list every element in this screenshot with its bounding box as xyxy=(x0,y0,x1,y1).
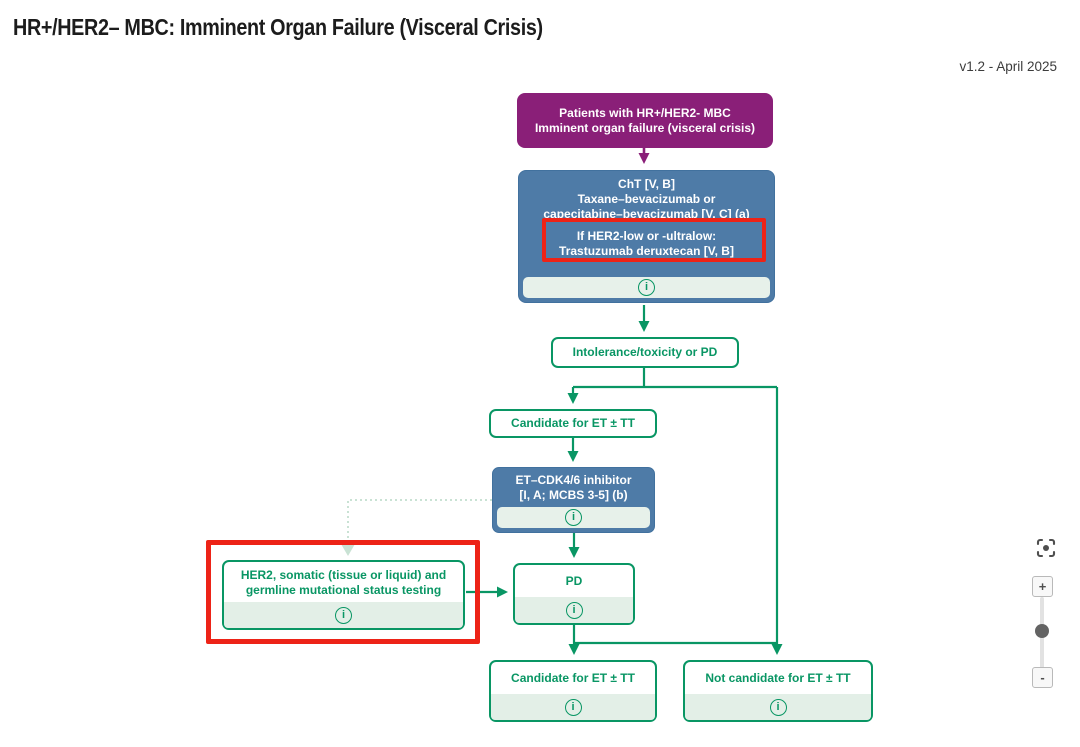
node-candidate-top-label: Candidate for ET ± TT xyxy=(511,416,635,430)
highlight-rect-trastuzumab xyxy=(542,218,766,262)
info-icon[interactable]: i xyxy=(565,509,582,526)
node-her2-testing-line2: germline mutational status testing xyxy=(245,583,442,597)
node-cht: ChT [V, B] Taxane–bevacizumab or capecit… xyxy=(518,170,775,303)
node-cht-line2: Taxane–bevacizumab or xyxy=(577,192,716,206)
fit-view-icon xyxy=(1036,538,1056,558)
node-candidate-top: Candidate for ET ± TT xyxy=(489,409,657,438)
info-strip-pd[interactable]: i xyxy=(515,597,633,623)
highlight-rect-her2-testing xyxy=(206,540,480,644)
node-patients: Patients with HR+/HER2- MBC Imminent org… xyxy=(517,93,773,148)
node-not-candidate-label: Not candidate for ET ± TT xyxy=(705,670,851,685)
info-icon[interactable]: i xyxy=(638,279,655,296)
page-title: HR+/HER2– MBC: Imminent Organ Failure (V… xyxy=(13,14,543,40)
node-patients-line2: Imminent organ failure (visceral crisis) xyxy=(534,120,756,135)
node-intolerance: Intolerance/toxicity or PD xyxy=(551,337,739,368)
info-icon[interactable]: i xyxy=(335,606,352,624)
node-et-cdk46-line2: [I, A; MCBS 3-5] (b) xyxy=(519,488,628,502)
node-her2-testing-line1: HER2, somatic (tissue or liquid) and xyxy=(240,568,447,582)
node-pd: PD i xyxy=(513,563,635,625)
node-not-candidate: Not candidate for ET ± TT i xyxy=(683,660,873,722)
info-icon[interactable]: i xyxy=(565,601,583,619)
zoom-out-button[interactable]: - xyxy=(1032,667,1053,688)
info-strip-candidate[interactable]: i xyxy=(491,694,655,720)
version-label: v1.2 - April 2025 xyxy=(959,59,1057,74)
info-strip-cht[interactable]: i xyxy=(523,277,770,298)
info-strip-her2[interactable]: i xyxy=(224,602,463,628)
node-cht-highlight-line2: Trastuzumab deruxtecan [V, B] xyxy=(559,244,734,258)
node-et-cdk46: ET–CDK4/6 inhibitor [I, A; MCBS 3-5] (b)… xyxy=(492,467,655,533)
fit-view-button[interactable] xyxy=(1034,536,1058,560)
zoom-slider-handle[interactable] xyxy=(1035,624,1049,638)
info-strip-et-cdk46[interactable]: i xyxy=(497,507,650,528)
info-strip-not-candidate[interactable]: i xyxy=(685,694,871,720)
node-pd-label: PD xyxy=(565,573,583,588)
node-candidate-bottom: Candidate for ET ± TT i xyxy=(489,660,657,722)
node-her2-testing: HER2, somatic (tissue or liquid) and ger… xyxy=(222,560,465,630)
node-et-cdk46-line1: ET–CDK4/6 inhibitor xyxy=(515,473,632,487)
info-icon[interactable]: i xyxy=(769,698,787,716)
info-icon[interactable]: i xyxy=(564,698,582,716)
node-cht-highlight-line1: If HER2-low or -ultralow: xyxy=(576,229,717,243)
node-patients-line1: Patients with HR+/HER2- MBC xyxy=(559,105,731,120)
node-intolerance-label: Intolerance/toxicity or PD xyxy=(572,345,718,359)
node-cht-line1: ChT [V, B] xyxy=(618,177,675,191)
node-cht-line3: capecitabine–bevacizumab [V, C] (a) xyxy=(543,207,750,221)
zoom-in-button[interactable]: + xyxy=(1032,576,1053,597)
node-candidate-bottom-label: Candidate for ET ± TT xyxy=(511,670,635,685)
